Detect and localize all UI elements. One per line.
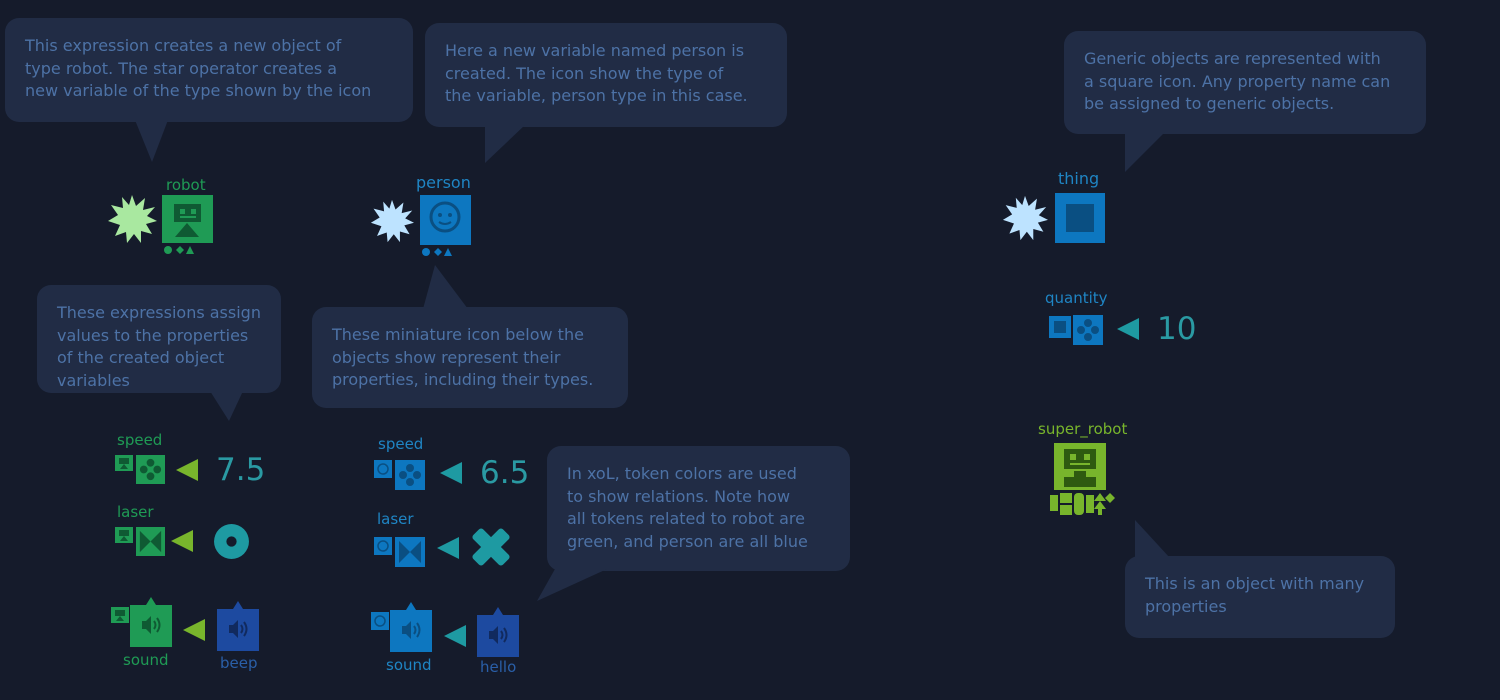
number-type-icon <box>1073 315 1103 345</box>
sound-value-icon <box>477 607 519 657</box>
robot-sound-label: sound <box>123 651 169 669</box>
person-type-icon <box>420 195 471 256</box>
callout-person-creation: Here a new variable named person is crea… <box>425 23 787 127</box>
assign-arrow-icon <box>183 619 205 641</box>
sound-type-icon <box>390 602 432 652</box>
robot-speed-label: speed <box>117 431 163 449</box>
sound-type-icon <box>130 597 172 647</box>
callout-assign-tail <box>210 391 243 421</box>
robot-beep-label: beep <box>220 654 258 672</box>
robot-speed-value: 7.5 <box>216 452 266 488</box>
number-type-icon <box>136 455 165 484</box>
callout-miniature-tail <box>423 265 468 309</box>
robot-mini-icon <box>111 607 129 623</box>
callout-thing-tail <box>1125 132 1165 172</box>
robot-laser-label: laser <box>117 503 154 521</box>
assign-arrow-icon <box>444 625 466 647</box>
sound-value-icon <box>217 601 259 651</box>
callout-token-colors: In xoL, token colors are used to show re… <box>547 446 850 571</box>
person-speed-value: 6.5 <box>480 455 530 491</box>
callout-token-colors-tail <box>537 569 607 601</box>
robot-type-icon <box>162 195 213 254</box>
assign-arrow-icon <box>440 462 462 484</box>
person-sound-label: sound <box>386 656 432 674</box>
person-mini-icon <box>374 460 392 478</box>
callout-many-properties: This is an object with many properties <box>1125 556 1395 638</box>
assign-arrow-icon <box>1117 318 1139 340</box>
person-mini-icon <box>371 612 389 630</box>
assign-arrow-icon <box>171 530 193 552</box>
callout-many-tail <box>1135 520 1170 558</box>
callout-robot-creation: This expression creates a new object of … <box>5 18 413 122</box>
super-robot-type-icon <box>1050 443 1115 515</box>
assign-arrow-icon <box>437 537 459 559</box>
callout-robot-tail <box>135 120 168 162</box>
quantity-mini-square-icon <box>1049 316 1071 338</box>
new-variable-star-icon <box>108 195 157 243</box>
callout-person-tail <box>485 125 525 163</box>
robot-mini-icon <box>115 527 133 543</box>
callout-miniature-icons: These miniature icon below the objects s… <box>312 307 628 408</box>
person-speed-label: speed <box>378 435 424 453</box>
thing-label: thing <box>1058 169 1100 188</box>
person-hello-label: hello <box>480 658 517 676</box>
quantity-value: 10 <box>1157 311 1197 347</box>
bowtie-type-icon <box>395 537 425 567</box>
robot-label: robot <box>166 176 206 194</box>
robot-mini-icon <box>115 455 133 471</box>
bowtie-type-icon <box>136 527 165 556</box>
generic-object-square-icon <box>1055 193 1105 243</box>
number-type-icon <box>395 460 425 490</box>
assign-arrow-icon <box>176 459 198 481</box>
callout-thing-generic: Generic objects are represented with a s… <box>1064 31 1426 134</box>
new-variable-star-icon <box>1002 195 1048 241</box>
person-label: person <box>416 173 471 192</box>
super-robot-label: super_robot <box>1038 420 1128 438</box>
callout-assign-properties: These expressions assign values to the p… <box>37 285 281 393</box>
person-mini-icon <box>374 537 392 555</box>
person-laser-label: laser <box>377 510 414 528</box>
circle-token-icon <box>214 524 249 559</box>
cross-token-icon <box>472 528 510 566</box>
quantity-label: quantity <box>1045 289 1108 307</box>
new-variable-star-icon <box>370 199 414 243</box>
